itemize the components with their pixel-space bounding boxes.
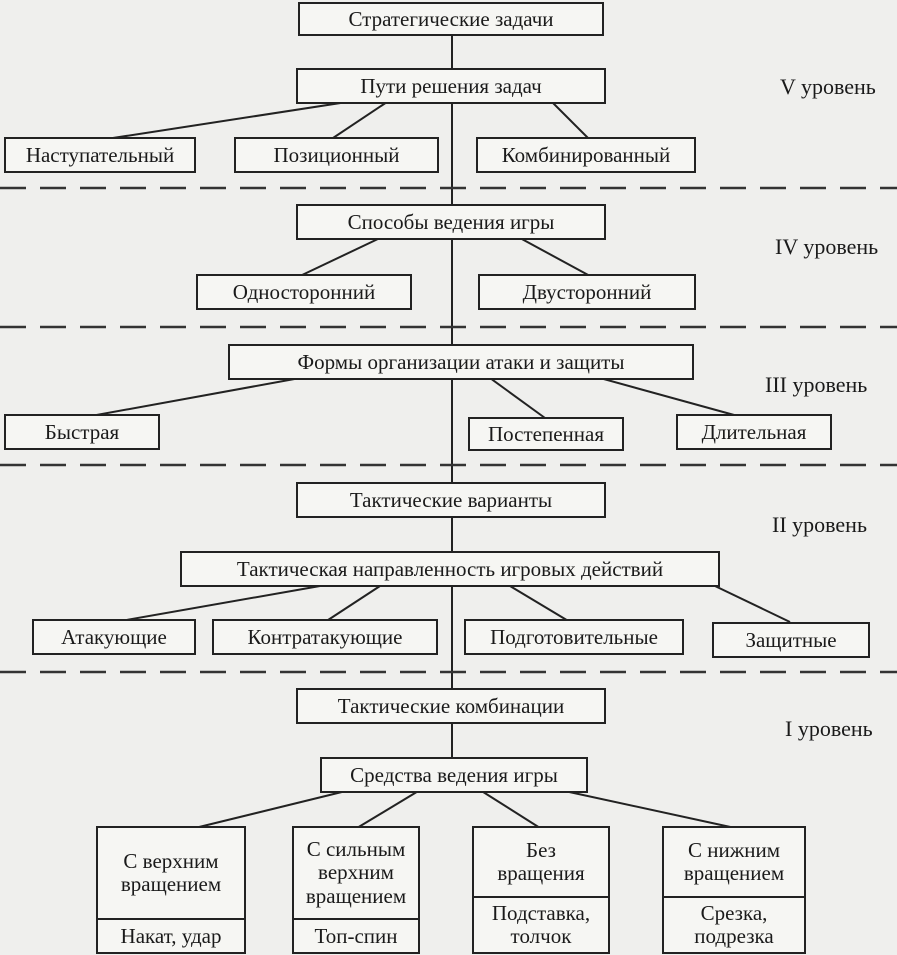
connector — [194, 789, 351, 829]
connector — [489, 377, 546, 419]
node-backspin: С нижним вращением — [662, 826, 806, 898]
level-label-iv: IV уровень — [775, 234, 879, 259]
node-gradual: Постепенная — [468, 417, 624, 451]
node-positional: Позиционный — [234, 137, 439, 173]
node-game-methods: Способы ведения игры — [296, 204, 606, 240]
level-label-iii: III уровень — [765, 372, 868, 397]
node-combined: Комбинированный — [476, 137, 696, 173]
connector — [509, 585, 571, 623]
node-block: Подставка, толчок — [472, 896, 610, 954]
connector — [519, 237, 591, 277]
node-long: Длительная — [676, 414, 832, 450]
level-label-v: V уровень — [780, 74, 876, 99]
connector — [479, 789, 541, 829]
connector — [599, 377, 746, 419]
node-defensive: Защитные — [712, 622, 870, 658]
node-tactical-direction: Тактическая направленность игровых дейст… — [180, 551, 720, 587]
node-tactical-combinations: Тактические комбинации — [296, 688, 606, 724]
node-tactical-variants: Тактические варианты — [296, 482, 606, 518]
node-two-sided: Двусторонний — [478, 274, 696, 310]
node-topspin: Топ-спин — [292, 918, 420, 954]
node-preparatory: Подготовительные — [464, 619, 684, 655]
connector — [714, 585, 791, 623]
connector — [299, 237, 381, 277]
level-label-ii: II уровень — [772, 512, 867, 537]
connector — [114, 585, 321, 623]
connector — [549, 99, 591, 141]
connector — [79, 377, 301, 419]
node-attack-defense-forms: Формы организации атаки и защиты — [228, 344, 694, 380]
node-no-spin: Без вращения — [472, 826, 610, 898]
node-game-means: Средства ведения игры — [320, 757, 588, 793]
node-strong-topspin: С сильным верхним вращением — [292, 826, 420, 920]
node-drive: Накат, удар — [96, 918, 246, 954]
node-topspin-rotation: С верхним вращением — [96, 826, 246, 920]
node-fast: Быстрая — [4, 414, 160, 450]
node-offensive: Наступательный — [4, 137, 196, 173]
node-chop: Срезка, подрезка — [662, 896, 806, 954]
node-strategic-tasks: Стратегические задачи — [298, 2, 604, 36]
node-counterattacking: Контратакующие — [212, 619, 438, 655]
connector — [324, 585, 381, 623]
node-attacking: Атакующие — [32, 619, 196, 655]
node-solution-paths: Пути решения задач — [296, 68, 606, 104]
node-one-sided: Односторонний — [196, 274, 412, 310]
level-label-i: I уровень — [785, 716, 873, 741]
connector — [559, 789, 736, 829]
connector — [99, 99, 361, 141]
connector — [329, 99, 391, 141]
connector — [356, 789, 421, 829]
